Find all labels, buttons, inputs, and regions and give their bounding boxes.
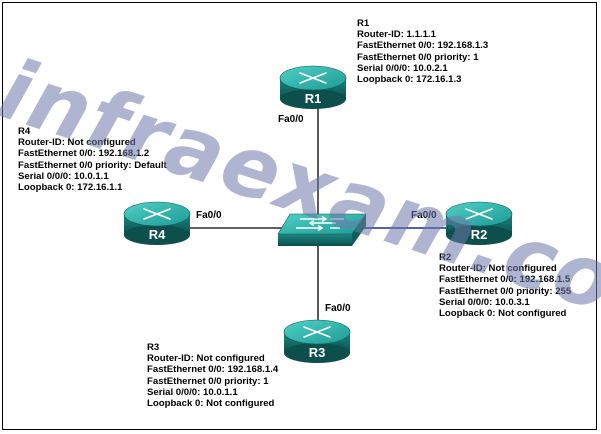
r3-router-id: Router-ID: Not configured (147, 353, 265, 365)
router-r2-icon (445, 201, 513, 245)
r3-info: R3 Router-ID: Not configured FastEtherne… (147, 342, 278, 409)
diagram-frame (2, 2, 597, 430)
r1-info: R1 Router-ID: 1.1.1.1 FastEthernet 0/0: … (357, 18, 488, 85)
r2-loopback: Loopback 0: Not configured (439, 308, 567, 320)
router-r4-label: R4 (148, 227, 166, 242)
r3-interface-label: Fa0/0 (325, 303, 351, 314)
r4-loopback: Loopback 0: 172.16.1.1 (18, 182, 123, 194)
r1-fa00-address: FastEthernet 0/0: 192.168.1.3 (357, 40, 489, 52)
router-r3-icon (283, 319, 351, 363)
r4-interface-label: Fa0/0 (196, 210, 222, 221)
r1-fa00-priority: FastEthernet 0/0 priority: 1 (357, 51, 479, 63)
router-r1-icon (279, 65, 347, 109)
r3-fa00-priority: FastEthernet 0/0 priority: 1 (147, 375, 269, 387)
r4-serial-address: Serial 0/0/0: 10.0.1.1 (18, 170, 109, 182)
r4-fa00-priority: FastEthernet 0/0 priority: Default (18, 159, 167, 171)
r3-serial-address: Serial 0/0/0: 10.0.1.1 (147, 386, 238, 398)
r2-info-title: R2 (439, 252, 452, 263)
r3-info-title: R3 (147, 342, 160, 353)
r3-fa00-address: FastEthernet 0/0: 192.168.1.4 (147, 364, 279, 376)
r1-serial-address: Serial 0/0/0: 10.0.2.1 (357, 62, 448, 74)
r2-router-id: Router-ID: Not configured (439, 263, 557, 275)
r2-serial-address: Serial 0/0/0: 10.0.3.1 (439, 296, 530, 308)
router-r3-label: R3 (308, 345, 326, 360)
router-r4-icon (123, 201, 191, 245)
r4-info: R4 Router-ID: Not configured FastEtherne… (18, 126, 167, 193)
router-r1-label: R1 (304, 91, 322, 106)
r2-fa00-priority: FastEthernet 0/0 priority: 255 (439, 285, 572, 297)
r1-router-id: Router-ID: 1.1.1.1 (357, 29, 436, 41)
r1-info-title: R1 (357, 18, 370, 29)
r2-fa00-address: FastEthernet 0/0: 192.168.1.5 (439, 274, 571, 286)
r1-interface-label: Fa0/0 (278, 114, 304, 125)
r1-loopback: Loopback 0: 172.16.1.3 (357, 74, 462, 86)
r3-loopback: Loopback 0: Not configured (147, 398, 275, 410)
switch-icon (277, 213, 367, 246)
router-r2-label: R2 (470, 227, 488, 242)
r4-router-id: Router-ID: Not configured (18, 137, 136, 149)
r2-info: R2 Router-ID: Not configured FastEtherne… (439, 252, 571, 319)
r4-info-title: R4 (18, 126, 31, 137)
r2-interface-label: Fa0/0 (411, 210, 437, 221)
r4-fa00-address: FastEthernet 0/0: 192.168.1.2 (18, 148, 150, 160)
